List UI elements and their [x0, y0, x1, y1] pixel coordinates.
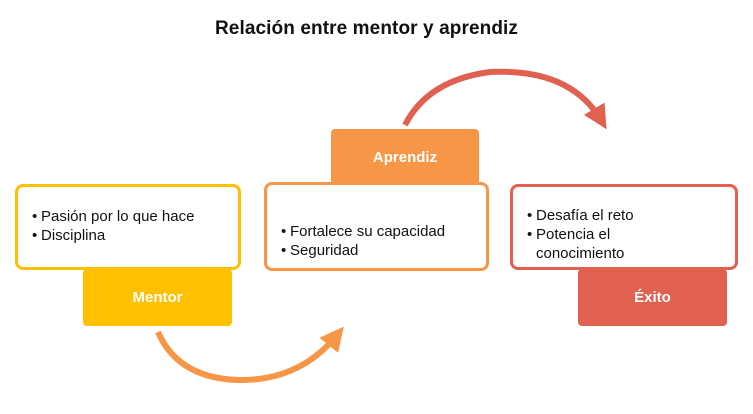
aprendiz-label: Aprendiz — [331, 129, 479, 185]
aprendiz-content-box: Fortalece su capacidad Seguridad — [264, 182, 489, 271]
list-item: Pasión por lo que hace — [32, 207, 228, 226]
list-item: Desafía el reto — [527, 206, 725, 225]
exito-content-box: Desafía el reto Potencia el conocimiento — [510, 184, 738, 270]
list-item: Seguridad — [281, 241, 476, 260]
list-item: Disciplina — [32, 226, 228, 245]
exito-label: Éxito — [578, 269, 727, 326]
mentor-content-box: Pasión por lo que hace Disciplina — [15, 184, 241, 270]
mentor-label: Mentor — [83, 269, 232, 326]
arrow-mentor-to-aprendiz — [155, 326, 344, 384]
diagram-title: Relación entre mentor y aprendiz — [214, 18, 519, 39]
list-item: Fortalece su capacidad — [281, 222, 476, 241]
list-item: Potencia el conocimiento — [527, 225, 661, 263]
arrow-aprendiz-to-exito — [402, 68, 607, 130]
